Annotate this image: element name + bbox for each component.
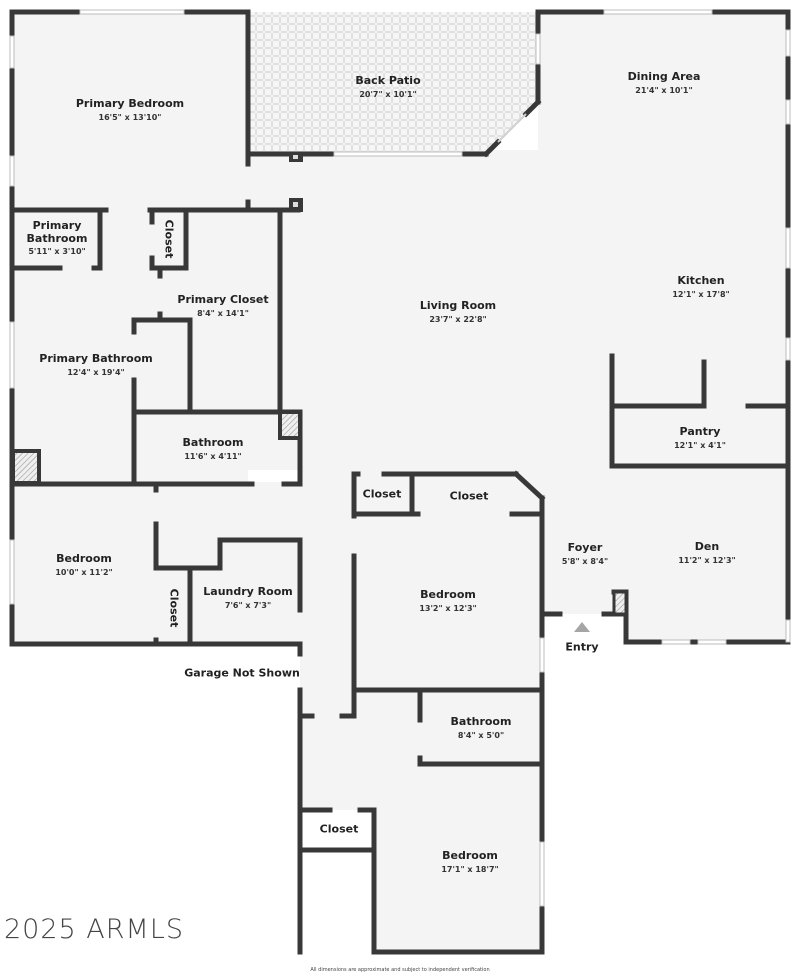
room-dimensions: 11'6" x 4'11" xyxy=(184,451,242,461)
room-name: Closet xyxy=(162,219,176,259)
back-patio-floor xyxy=(248,12,538,152)
room-name: Primary Bedroom xyxy=(75,97,185,111)
room-dimensions: 5'8" x 8'4" xyxy=(561,556,609,566)
room-den: Den 11'2" x 12'3" xyxy=(678,540,736,565)
room-name: Closet xyxy=(167,588,181,628)
room-dimensions: 8'4" x 14'1" xyxy=(197,308,249,318)
room-name: Closet xyxy=(449,489,489,503)
room-name: Bedroom xyxy=(420,588,476,602)
room-closet-south: Closet xyxy=(319,822,359,837)
room-laundry-room: Laundry Room 7'6" x 7'3" xyxy=(203,585,293,610)
room-name: Closet xyxy=(362,487,402,501)
room-bathroom-south: Bathroom 8'4" x 5'0" xyxy=(450,715,512,740)
room-dimensions: 20'7" x 10'1" xyxy=(359,89,417,99)
room-dimensions: 17'1" x 18'7" xyxy=(441,864,499,874)
garage-note: Garage Not Shown xyxy=(184,666,300,680)
room-name: Bathroom xyxy=(450,715,512,729)
room-primary-closet: Primary Closet 8'4" x 14'1" xyxy=(177,293,269,318)
room-name: Pantry xyxy=(679,425,721,439)
room-name: Laundry Room xyxy=(203,585,293,599)
room-back-patio: Back Patio 20'7" x 10'1" xyxy=(355,74,421,99)
room-dimensions: 7'6" x 7'3" xyxy=(224,600,272,610)
room-living-room: Living Room 23'7" x 22'8" xyxy=(419,299,497,324)
room-dining-area: Dining Area 21'4" x 10'1" xyxy=(627,70,701,95)
room-closet-a: Closet xyxy=(362,487,402,502)
room-pantry: Pantry 12'1" x 4'1" xyxy=(674,425,726,450)
room-dimensions: 16'5" x 13'10" xyxy=(98,112,162,122)
room-dimensions: 10'0" x 11'2" xyxy=(55,567,113,577)
room-closet-west: Closet xyxy=(167,589,180,628)
room-closet-b: Closet xyxy=(449,489,489,504)
entry-label: Entry xyxy=(565,640,599,654)
room-name: Dining Area xyxy=(627,70,701,84)
room-bathroom-hall: Bathroom 11'6" x 4'11" xyxy=(182,436,244,461)
room-name: Living Room xyxy=(419,299,497,313)
room-name: Bathroom xyxy=(182,436,244,450)
room-name: Back Patio xyxy=(355,74,421,88)
room-closet-primary: Closet xyxy=(162,220,175,259)
room-primary-bathroom-small: Primary Bathroom 5'11" x 3'10" xyxy=(17,218,97,257)
room-dimensions: 12'1" x 17'8" xyxy=(672,289,730,299)
room-foyer: Foyer 5'8" x 8'4" xyxy=(561,541,609,566)
room-bedroom-center: Bedroom 13'2" x 12'3" xyxy=(419,588,477,613)
room-name: Kitchen xyxy=(677,274,725,288)
room-dimensions: 23'7" x 22'8" xyxy=(429,314,487,324)
entry-arrow-icon xyxy=(574,622,590,632)
room-primary-bedroom: Primary Bedroom 16'5" x 13'10" xyxy=(75,97,185,122)
watermark: 2025 ARMLS xyxy=(4,914,185,945)
room-name: Primary Bathroom xyxy=(39,352,153,366)
room-name: Den xyxy=(694,540,720,554)
room-primary-bathroom: Primary Bathroom 12'4" x 19'4" xyxy=(39,352,153,377)
room-dimensions: 13'2" x 12'3" xyxy=(419,603,477,613)
room-bedroom-west: Bedroom 10'0" x 11'2" xyxy=(55,552,113,577)
room-name: Primary Closet xyxy=(177,293,269,307)
room-name: Foyer xyxy=(567,541,603,555)
walls xyxy=(9,9,791,955)
room-dimensions: 11'2" x 12'3" xyxy=(678,555,736,565)
room-name: Primary Bathroom xyxy=(26,218,88,245)
room-dimensions: 5'11" x 3'10" xyxy=(28,247,86,257)
room-dimensions: 21'4" x 10'1" xyxy=(635,85,693,95)
room-name: Closet xyxy=(319,822,359,836)
room-dimensions: 12'1" x 4'1" xyxy=(674,440,726,450)
disclaimer: All dimensions are approximate and subje… xyxy=(310,967,490,973)
room-kitchen: Kitchen 12'1" x 17'8" xyxy=(672,274,730,299)
windows xyxy=(9,9,791,907)
room-dimensions: 12'4" x 19'4" xyxy=(67,367,125,377)
room-name: Bedroom xyxy=(442,849,498,863)
room-name: Bedroom xyxy=(56,552,112,566)
room-bedroom-south: Bedroom 17'1" x 18'7" xyxy=(441,849,499,874)
room-dimensions: 8'4" x 5'0" xyxy=(457,730,505,740)
